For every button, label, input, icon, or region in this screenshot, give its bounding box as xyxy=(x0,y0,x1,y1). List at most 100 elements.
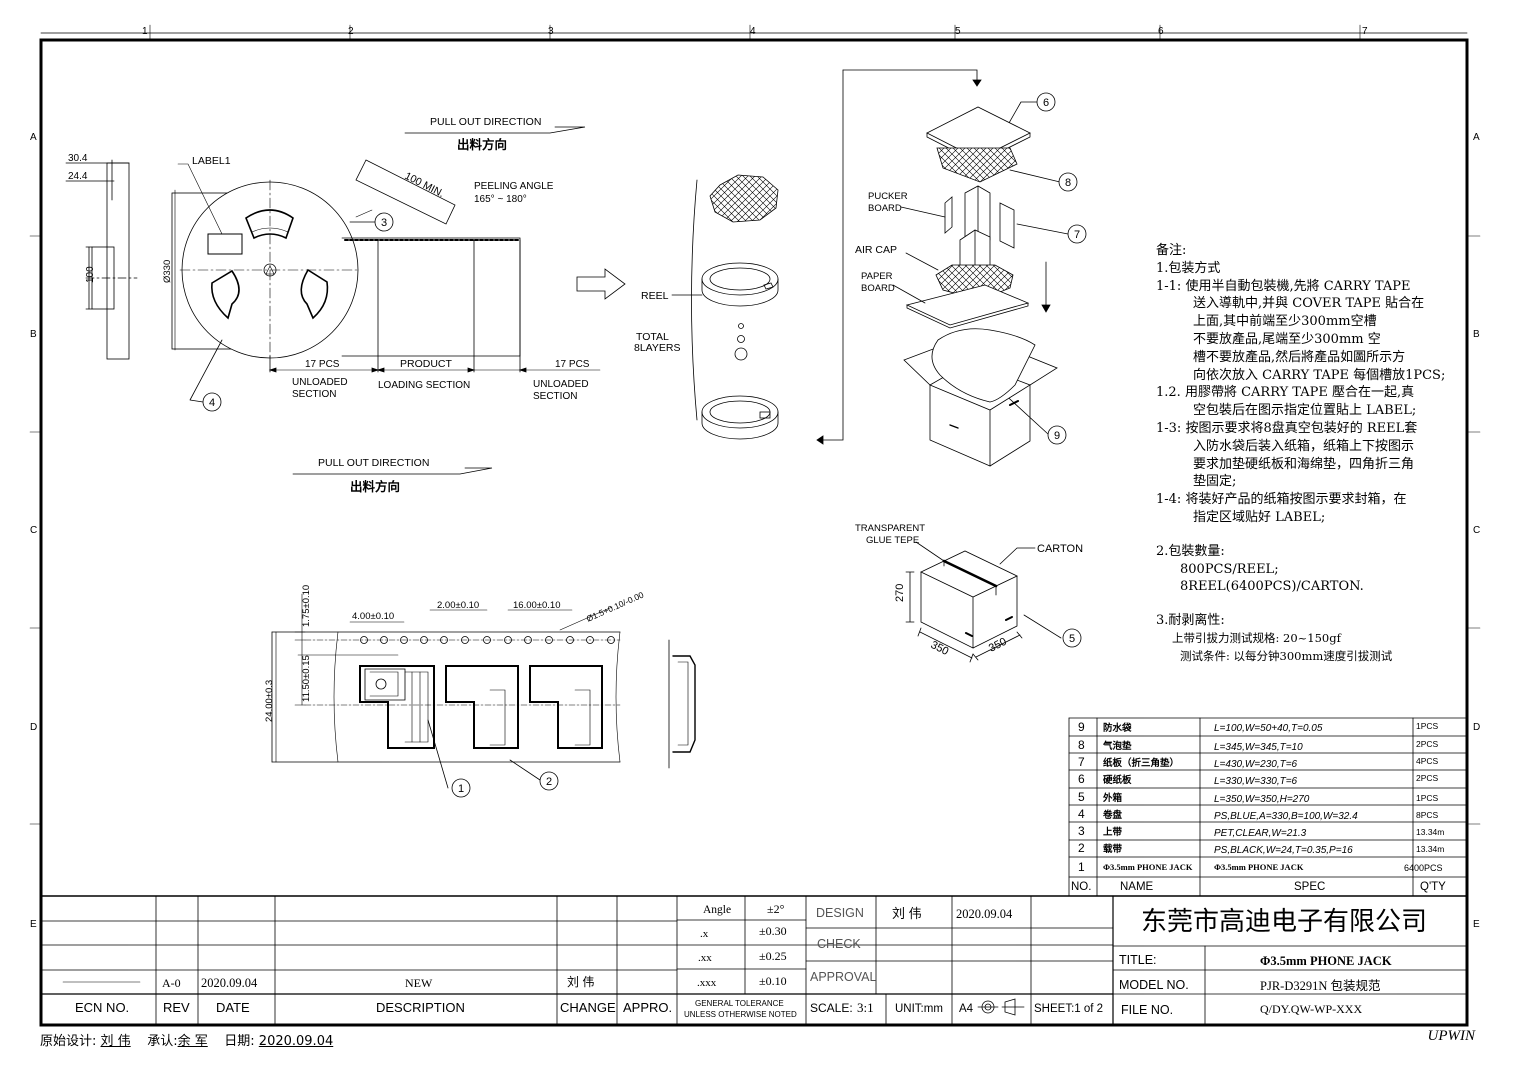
dim-100-min: 100 MIN. xyxy=(403,170,446,200)
tape-dim-1150: 11.50±0.15 xyxy=(301,655,312,702)
file-value: Q/DY.QW-WP-XXX xyxy=(1260,1002,1362,1016)
bom-no: 1 xyxy=(1078,860,1085,874)
col-mark: 5 xyxy=(955,26,961,37)
reel-label: REEL xyxy=(641,290,669,302)
table-row: 1 Φ3.5mm PHONE JACK Φ3.5mm PHONE JACK 64… xyxy=(1078,860,1443,874)
bom-header-no: NO. xyxy=(1071,881,1091,893)
bom-qty: 1PCS xyxy=(1416,793,1439,803)
notes-line: 垫固定; xyxy=(1193,474,1237,490)
header-change: CHANGE xyxy=(560,1000,616,1015)
air-cap-label: AIR CAP xyxy=(855,244,897,256)
dim-24-4: 24.4 xyxy=(68,171,88,182)
col-mark: 1 xyxy=(142,26,148,37)
table-row: 9 防水袋 L=100,W=50+40,T=0.05 1PCS xyxy=(1078,720,1439,734)
design-name: 刘 伟 xyxy=(892,906,922,921)
designer-label: 原始设计: xyxy=(40,1034,97,1049)
pull-out-direction-top: PULL OUT DIRECTION 出料方向 xyxy=(404,116,586,152)
total-label-2: 8LAYERS xyxy=(634,342,681,354)
tol-general-2: UNLESS OTHERWISE NOTED xyxy=(684,1010,797,1019)
row-mark: E xyxy=(1473,919,1480,930)
bom-spec: L=100,W=50+40,T=0.05 xyxy=(1214,723,1323,734)
pcs-17-right: 17 PCS xyxy=(555,359,590,370)
packing-notes: 备注: 1.包装方式 1-1: 使用半自動包裝機,先將 CARRY TAPE 送… xyxy=(1156,242,1456,666)
notes-title: 备注: xyxy=(1156,243,1187,258)
bom-no: 9 xyxy=(1078,720,1085,734)
tape-dim-1600: 16.00±0.10 xyxy=(513,600,560,611)
bom-no: 4 xyxy=(1078,807,1085,821)
notes-line: 向依次放入 CARRY TAPE 每個槽放1PCS; xyxy=(1193,367,1446,383)
notes-line: 2.包裝數量: xyxy=(1156,543,1225,559)
table-row: 4 卷盘 PS,BLUE,A=330,B=100,W=32.4 8PCS xyxy=(1078,807,1439,822)
bom-header-name: NAME xyxy=(1120,881,1154,893)
bom-rows: 9 防水袋 L=100,W=50+40,T=0.05 1PCS 8 气泡垫 L=… xyxy=(1071,720,1446,893)
notes-line: 不要放產品,尾端至少300mm 空 xyxy=(1193,331,1381,347)
pull-out-cn-label: 出料方向 xyxy=(457,137,507,152)
table-row: 7 纸板（折三角垫） L=430,W=230,T=6 4PCS xyxy=(1078,755,1439,770)
rev-desc: NEW xyxy=(405,976,433,990)
approval-label: APPROVAL xyxy=(810,970,877,984)
sheet-size: A4 xyxy=(959,1003,974,1015)
notes-line: 1-1: 使用半自動包裝機,先將 CARRY TAPE xyxy=(1156,278,1411,294)
bom-no: 6 xyxy=(1078,772,1085,786)
notes-line: 1.2. 用膠帶將 CARRY TAPE 壓合在一起,真 xyxy=(1156,385,1415,401)
pull-out-label: PULL OUT DIRECTION xyxy=(430,116,541,128)
header-appro: APPRO. xyxy=(623,1000,672,1015)
bom-header-spec: SPEC xyxy=(1294,881,1325,893)
bom-name: 硬纸板 xyxy=(1103,774,1132,786)
approver-label: 承认: xyxy=(147,1034,178,1049)
row-mark: A xyxy=(30,132,37,143)
table-row: 6 硬纸板 L=330,W=330,T=6 2PCS xyxy=(1078,772,1439,787)
balloon-1: 1 xyxy=(458,783,464,795)
notes-line: 上面,其中前端至少300mm空槽 xyxy=(1193,314,1377,330)
dim-350a: 350 xyxy=(929,639,951,658)
notes-line: 测试条件: 以每分钟300mm速度引拔测试 xyxy=(1180,648,1393,663)
sprocket-holes xyxy=(360,636,615,644)
bom-qty: 8PCS xyxy=(1416,810,1439,820)
balloon-2: 2 xyxy=(546,776,552,788)
footer-date: 2020.09.04 xyxy=(258,1034,334,1049)
model-label: MODEL NO. xyxy=(1119,978,1189,992)
file-label: FILE NO. xyxy=(1121,1003,1173,1017)
balloon-numbers: 3 4 6 8 7 9 5 1 2 xyxy=(209,97,1080,795)
bom-no: 2 xyxy=(1078,841,1085,855)
row-mark: C xyxy=(1473,525,1480,536)
transparent-label-1: TRANSPARENT xyxy=(855,523,925,534)
balloon-5: 5 xyxy=(1069,633,1075,645)
balloon-9: 9 xyxy=(1054,430,1060,442)
title-block-lines xyxy=(40,895,1468,1026)
total-label-1: TOTAL xyxy=(636,331,669,343)
bom-qty: 2PCS xyxy=(1416,773,1439,783)
header-date: DATE xyxy=(216,1000,250,1015)
reel-front-view xyxy=(171,163,361,361)
notes-line: 800PCS/REEL; xyxy=(1180,561,1279,577)
tol-xxx-label: .xxx xyxy=(697,977,717,989)
row-mark: C xyxy=(30,525,37,536)
bom-no: 8 xyxy=(1078,738,1085,752)
tape-sections xyxy=(268,159,601,373)
tape-dim-200: 2.00±0.10 xyxy=(437,600,479,611)
tol-angle-label: Angle xyxy=(703,904,731,916)
notes-line: 空包裝后在图示指定位置貼上 LABEL; xyxy=(1193,403,1417,419)
dim-phi330: Ø330 xyxy=(162,260,173,283)
pucker-label-1: PUCKER xyxy=(868,191,908,202)
tol-xxx-val: ±0.10 xyxy=(759,974,787,988)
bom-spec: L=345,W=345,T=10 xyxy=(1214,742,1303,753)
bom-qty: 13.34m xyxy=(1416,827,1444,837)
bom-name: 防水袋 xyxy=(1103,722,1132,734)
notes-line: 上带引拔力测试规格: 20~150gf xyxy=(1172,630,1341,645)
dim-100: 100 xyxy=(85,266,96,283)
notes-line: 送入導軌中,并與 COVER TAPE 貼合在 xyxy=(1193,296,1425,312)
tol-angle-val: ±2° xyxy=(767,902,785,916)
frame-border xyxy=(29,24,1481,1027)
paper-label-2: BOARD xyxy=(861,283,895,294)
balloon-7: 7 xyxy=(1074,229,1080,241)
bom-spec: Φ3.5mm PHONE JACK xyxy=(1214,862,1304,872)
stacked-reels xyxy=(671,174,779,440)
arrow-right-icon xyxy=(576,268,626,300)
table-row: 5 外箱 L=350,W=350,H=270 1PCS xyxy=(1078,790,1439,805)
peeling-angle-label: PEELING ANGLE xyxy=(474,181,554,192)
table-row: 3 上带 PET,CLEAR,W=21.3 13.34m xyxy=(1078,824,1444,839)
tape-dim-2400: 24.00±0.3 xyxy=(264,680,275,722)
